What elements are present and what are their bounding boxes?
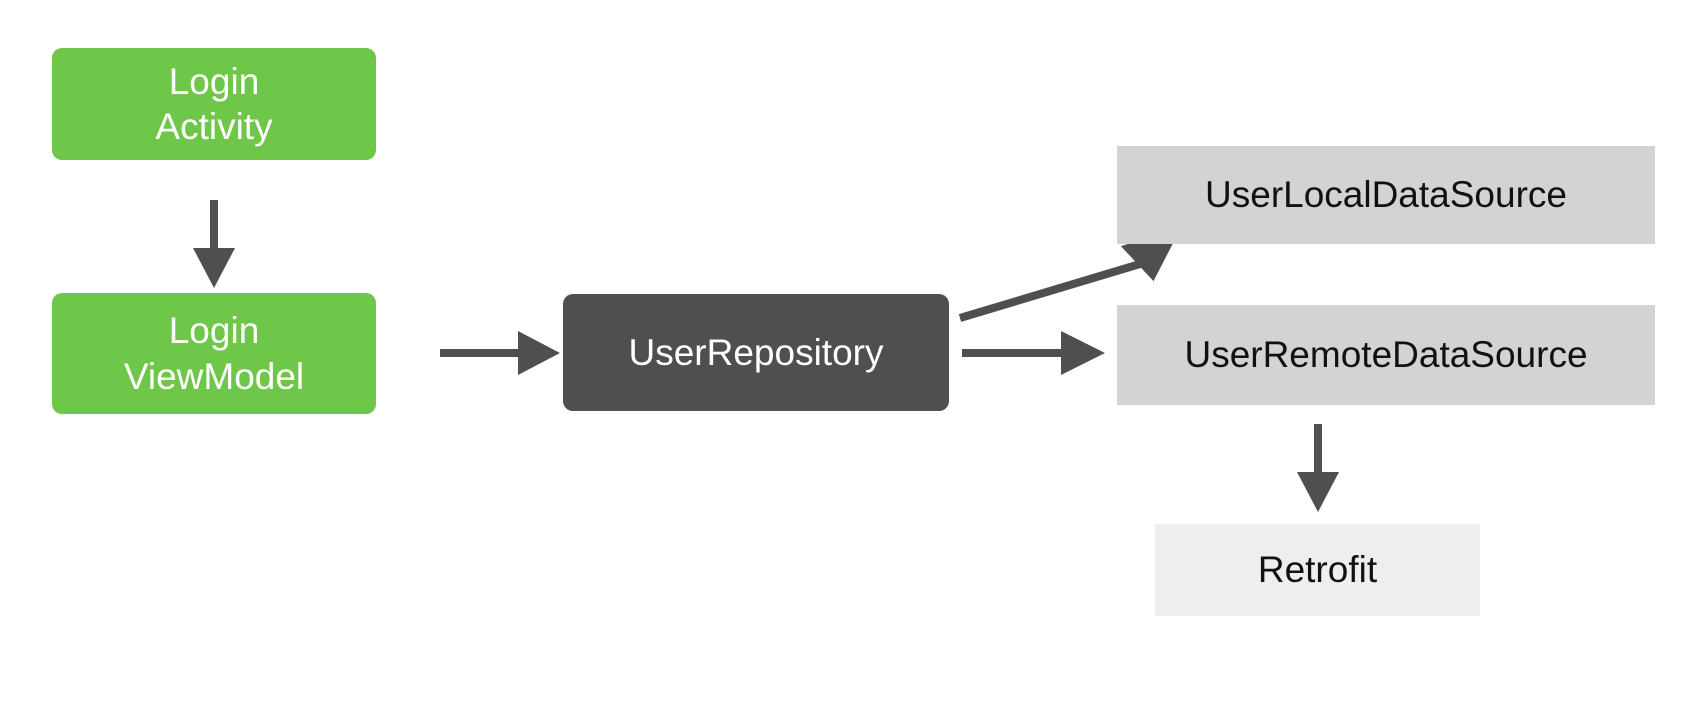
node-user-local-data-source[interactable]: UserLocalDataSource [1117, 146, 1655, 244]
node-user-remote-data-source[interactable]: UserRemoteDataSource [1117, 305, 1655, 405]
edge-viewmodel-to-repository [440, 331, 560, 375]
node-login-viewmodel[interactable]: Login ViewModel [52, 293, 376, 414]
edge-remote-to-retrofit [1297, 424, 1339, 512]
node-login-activity[interactable]: Login Activity [52, 48, 376, 160]
edge-activity-to-viewmodel [193, 200, 235, 288]
node-user-repository[interactable]: UserRepository [563, 294, 949, 411]
edge-repository-to-remote [962, 331, 1105, 375]
node-retrofit[interactable]: Retrofit [1155, 524, 1480, 616]
